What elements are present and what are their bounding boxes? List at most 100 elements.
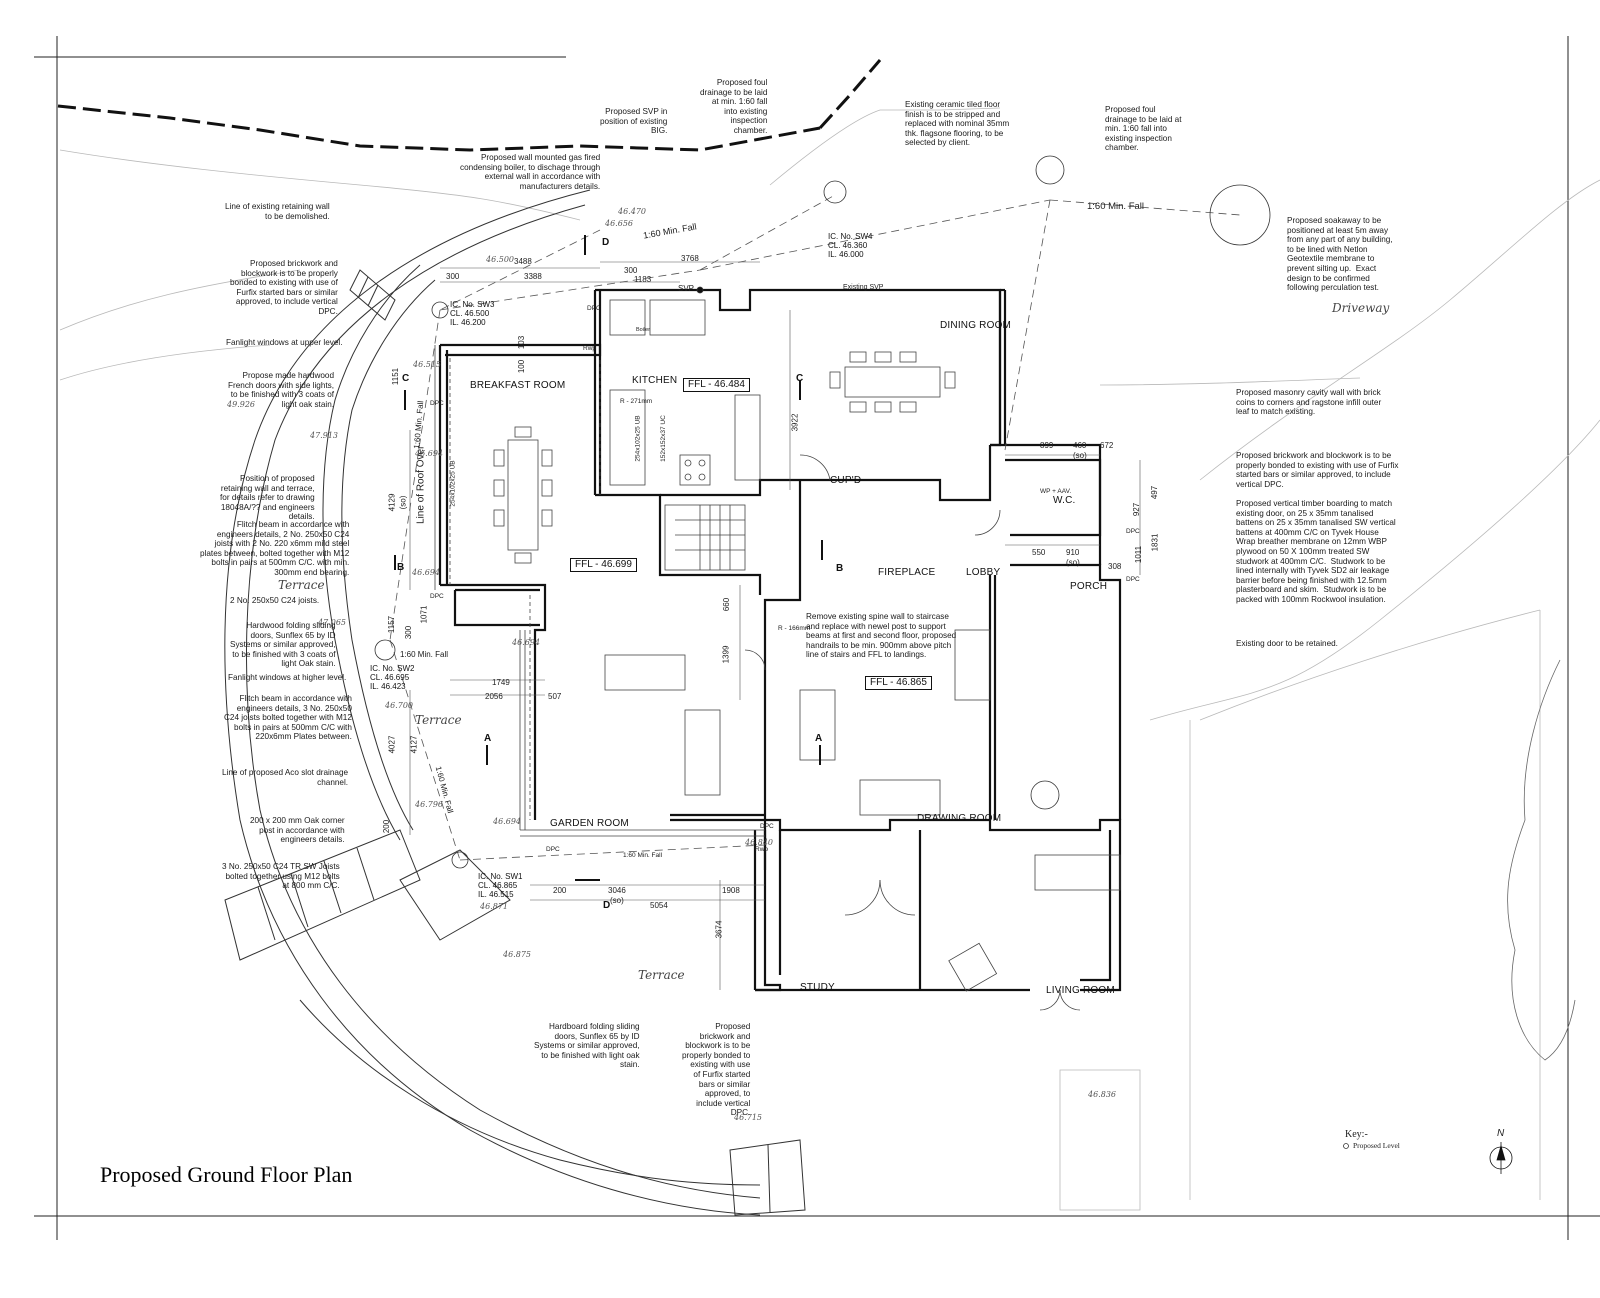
note-existing-door: Existing door to be retained.	[1236, 639, 1338, 648]
dim-300a: 300	[446, 272, 460, 281]
dim-1183: 1183	[634, 275, 652, 284]
dim-3674: 3674	[714, 920, 724, 939]
ic-sw3: IC. No. SW3 CL. 46.500 IL. 46.200	[450, 300, 495, 327]
dim-300b: 300	[624, 266, 638, 275]
room-kitchen: KITCHEN	[632, 375, 678, 386]
dim-1071: 1071	[419, 605, 429, 624]
site-boundary	[57, 59, 882, 152]
note-boarding: Proposed vertical timber boarding to mat…	[1236, 499, 1396, 604]
note-brickwork-bottom: Proposed brickwork and blockwork is to b…	[682, 1022, 751, 1118]
dim-308: 308	[1108, 562, 1122, 571]
fall-bottom: 1:60 Min. Fall	[623, 852, 663, 859]
note-spine: Remove existing spine wall to staircase …	[806, 612, 957, 660]
dim-so3: (so)	[398, 495, 408, 510]
retaining-walls	[224, 189, 761, 1216]
level-7: 46.694	[415, 449, 443, 458]
note-hardwood-fold: Hardwood folding sliding doors, Sunflex …	[230, 621, 336, 669]
level-14: 46.871	[480, 902, 508, 911]
room-dining: DINING ROOM	[940, 320, 1012, 331]
dim-4127: 4127	[409, 735, 419, 754]
area-driveway: Driveway	[1332, 301, 1390, 315]
external-steps	[224, 269, 806, 1216]
dim-103: 103	[517, 335, 527, 350]
section-a-left: A	[484, 733, 492, 744]
note-flitch1: Flitch beam in accordance with engineers…	[200, 520, 350, 577]
level-2: 46.656	[605, 219, 633, 228]
note-brickwork1: Proposed brickwork and blockwork is to b…	[230, 259, 338, 316]
note-joists2: 2 No. 250x50 C24 joists.	[230, 596, 320, 605]
section-d-bottom: D	[603, 900, 611, 911]
note-hardboard: Hardboard folding sliding doors, Sunflex…	[534, 1022, 640, 1070]
ffl-breakfast: FFL - 46.699	[570, 558, 637, 572]
dim-550: 550	[1032, 548, 1046, 557]
dim-so1: (so)	[1073, 451, 1087, 460]
dim-4129: 4129	[387, 493, 397, 512]
dim-1399: 1399	[721, 645, 731, 664]
note-fanlight1: Fanlight windows at upper level.	[226, 338, 343, 347]
label-dpc-3: DPC	[430, 593, 444, 600]
note-aco: Line of proposed Aco slot drainage chann…	[222, 768, 349, 787]
dimension-lines	[409, 261, 1141, 990]
note-boiler: Proposed wall mounted gas fired condensi…	[460, 153, 601, 191]
dim-672: 672	[1100, 441, 1114, 450]
dim-660: 660	[722, 597, 732, 612]
room-lobby: LOBBY	[966, 567, 1001, 578]
room-fireplace: FIREPLACE	[878, 567, 936, 578]
label-dpc-1: DPC	[587, 305, 601, 312]
dim-5054: 5054	[650, 901, 668, 910]
label-boiler: Boiler	[636, 327, 651, 333]
note-brickwork-right: Proposed brickwork and blockwork is to b…	[1236, 451, 1399, 489]
proposed-level-key-icon	[1343, 1143, 1349, 1149]
note-soakaway: Proposed soakaway to be positioned at le…	[1287, 216, 1393, 293]
ffl-kitchen: FFL - 46.484	[683, 378, 750, 392]
note-retaining-pos: Position of proposed retaining wall and …	[220, 474, 315, 522]
room-cupd: CUP'D	[830, 475, 862, 486]
level-15: 46.875	[503, 950, 531, 959]
dim-497: 497	[1150, 485, 1160, 500]
page-title: Proposed Ground Floor Plan	[100, 1162, 353, 1187]
room-living: LIVING ROOM	[1046, 985, 1115, 996]
level-4: 49.926	[227, 400, 255, 409]
room-drawing: DRAWING ROOM	[917, 813, 1002, 824]
note-oak-post: 200 x 200 mm Oak corner post in accordan…	[250, 816, 345, 845]
section-a-right: A	[815, 733, 823, 744]
ic-sw2: IC. No. SW2 CL. 46.695 IL. 46.423	[370, 664, 415, 691]
dim-200a: 200	[382, 819, 392, 834]
key-proposed-level: Proposed Level	[1353, 1141, 1400, 1150]
vegetation-outline	[1507, 659, 1576, 1061]
room-study: STUDY	[800, 982, 835, 993]
dim-4027: 4027	[387, 735, 397, 754]
dim-899: 899	[1040, 441, 1054, 450]
note-ceramic: Existing ceramic tiled floor finish is t…	[905, 100, 1010, 148]
level-12: 46.796	[415, 800, 443, 809]
dim-1151: 1151	[391, 367, 401, 386]
area-terrace-2: Terrace	[415, 713, 462, 727]
area-terrace-3: Terrace	[638, 968, 685, 982]
label-rwp-1: Rwp	[583, 345, 597, 352]
dim-1908: 1908	[722, 886, 740, 895]
dim-910: 910	[1066, 548, 1080, 557]
note-foul1: Proposed foul drainage to be laid at min…	[700, 78, 768, 135]
label-dpc-4: DPC	[760, 823, 774, 830]
note-foul2: Proposed foul drainage to be laid at min…	[1105, 105, 1182, 153]
dim-927: 927	[1132, 502, 1142, 517]
ic-sw1: IC. No. SW1 CL. 46.865 IL. 46.515	[478, 872, 523, 899]
label-existing-svp: Existing SVP	[843, 284, 884, 291]
fall-left2: 1:60 Min. Fall	[400, 650, 449, 659]
dim-460: 460	[1073, 441, 1087, 450]
note-french: Propose made hardwood French doors with …	[228, 371, 335, 409]
note-svp: Proposed SVP in position of existing BIG…	[600, 107, 668, 136]
level-10: 47.065	[318, 618, 346, 627]
ffl-drawing: FFL - 46.865	[865, 676, 932, 690]
room-wc: W.C.	[1053, 495, 1076, 506]
frame-lines	[34, 36, 1600, 1240]
level-3: 46.500	[486, 255, 514, 264]
dim-507: 507	[548, 692, 562, 701]
room-garden: GARDEN ROOM	[550, 818, 629, 829]
fall-right: 1:60 Min. Fall	[1087, 201, 1145, 212]
label-wp: WP + AAV.	[1040, 488, 1072, 495]
dim-3388: 3388	[524, 272, 542, 281]
level-6: 47.913	[310, 431, 338, 440]
dim-1011: 1011	[1134, 545, 1144, 564]
dim-200b: 200	[553, 886, 567, 895]
